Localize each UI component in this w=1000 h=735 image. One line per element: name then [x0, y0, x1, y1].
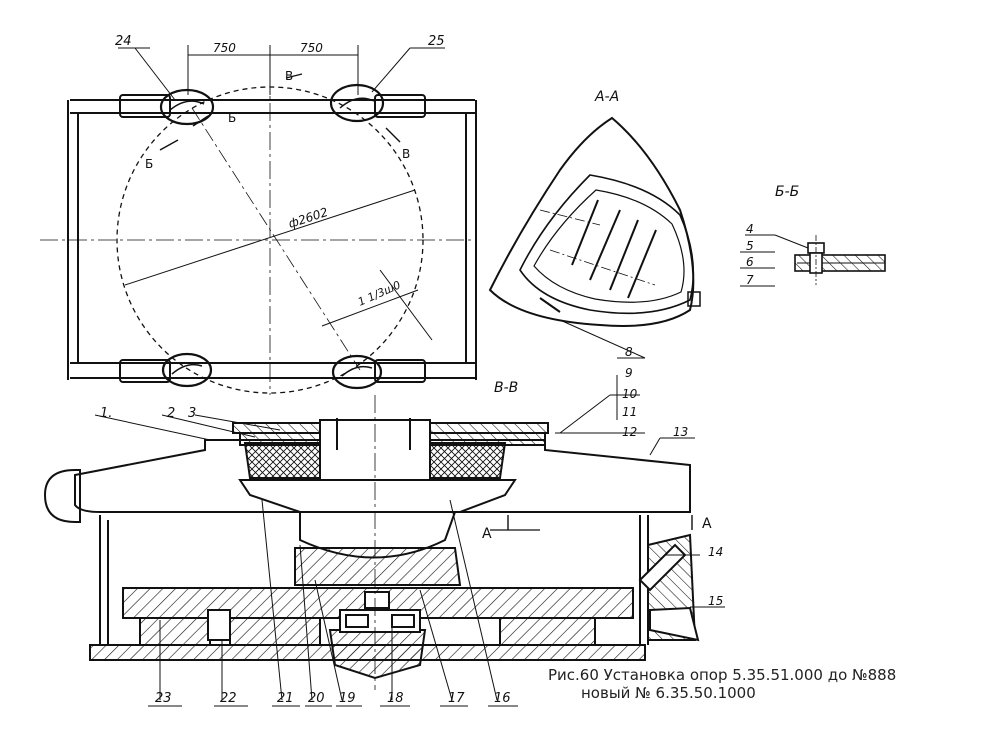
callout-15: 15: [708, 594, 723, 608]
section-b-b-view: [740, 234, 886, 287]
callout-2: 2: [167, 406, 175, 421]
callout-24: 24: [115, 34, 132, 49]
callout-9: 9: [625, 366, 633, 380]
section-mark-a-left: А: [482, 526, 492, 542]
callout-23: 23: [155, 691, 172, 706]
callout-10: 10: [622, 387, 638, 401]
callout-5: 5: [746, 239, 754, 253]
dim-750-left: 750: [213, 41, 236, 55]
callout-21: 21: [277, 691, 294, 706]
figure-caption: Рис.60 Установка опор 5.35.51.000 до №88…: [548, 666, 896, 702]
section-title-aa: А-А: [594, 89, 619, 105]
callout-18: 18: [387, 691, 404, 706]
callout-13: 13: [673, 425, 688, 439]
side-section-view: [43, 375, 725, 707]
dim-750-right: 750: [300, 41, 323, 55]
callout-16: 16: [494, 691, 511, 706]
callout-7: 7: [746, 273, 754, 287]
section-title-bb: Б-Б: [775, 184, 799, 200]
plan-section-b-upper: Б: [228, 111, 236, 125]
callout-4: 4: [746, 222, 754, 236]
plan-section-b-lower: Б: [145, 157, 153, 171]
callout-3: 3: [188, 406, 196, 421]
callout-8: 8: [625, 345, 633, 359]
section-title-vv: В-В: [494, 380, 518, 396]
diameter-label: ф2602: [287, 205, 330, 231]
callout-11: 11: [622, 405, 637, 419]
callout-6: 6: [746, 255, 754, 269]
caption-line-2: новый № 6.35.50.1000: [581, 684, 756, 702]
callout-1: 1.: [100, 406, 112, 421]
callout-19: 19: [339, 691, 356, 706]
callout-12: 12: [622, 425, 637, 439]
callout-20: 20: [308, 691, 325, 706]
section-mark-a-right: А: [702, 516, 712, 532]
plan-view: [40, 45, 477, 395]
plan-section-v-upper: В: [285, 69, 293, 83]
callout-25: 25: [428, 34, 445, 49]
drawing-labels: 750 750 ф2602 1 1/3ш0 Б Б В В А-А Б-Б В-…: [100, 34, 799, 706]
caption-line-1: Рис.60 Установка опор 5.35.51.000 до №88…: [548, 666, 897, 684]
callout-22: 22: [220, 691, 237, 706]
plan-section-v-lower: В: [402, 147, 410, 161]
section-a-a-view: [488, 116, 701, 359]
callout-17: 17: [448, 691, 465, 706]
callout-14: 14: [708, 545, 723, 559]
